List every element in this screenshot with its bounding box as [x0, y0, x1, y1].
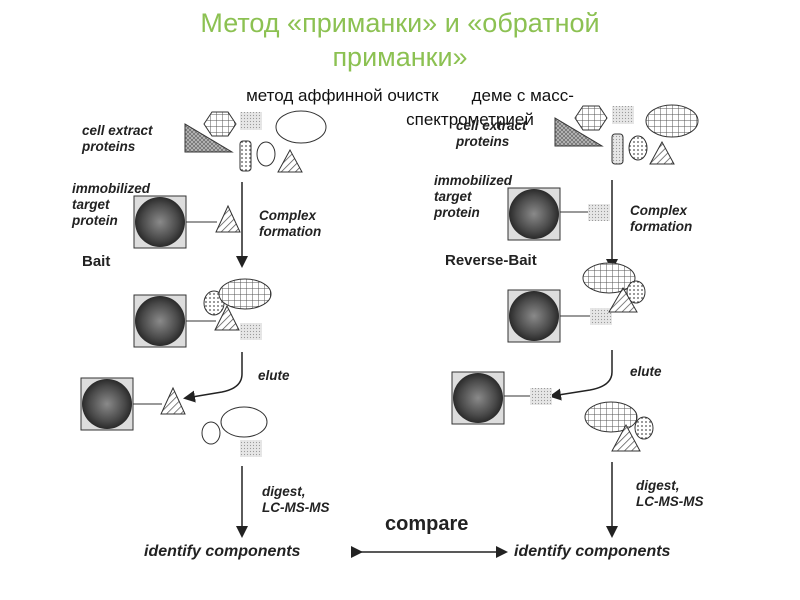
hexagon-shape — [203, 111, 237, 137]
left-eluted — [80, 377, 268, 457]
page-title-line2: приманки» — [332, 42, 468, 72]
label-line: proteins — [456, 134, 510, 149]
triangle-shape — [554, 117, 604, 147]
left-complex — [133, 278, 272, 348]
label-line: LC-MS-MS — [262, 500, 330, 515]
left-identify-label: identify components — [144, 543, 301, 560]
label-line: protein — [434, 205, 480, 220]
right-immobilized-label: immobilized target protein — [434, 173, 512, 221]
label-line: proteins — [82, 139, 136, 154]
oval-shape — [628, 135, 648, 161]
right-elute-label: elute — [630, 364, 662, 379]
label-line: formation — [259, 224, 322, 239]
left-elute-label: elute — [258, 368, 290, 383]
oval-shape — [256, 141, 276, 167]
page-subtitle: метод аффинной очистк деме с масс- спект… — [130, 84, 690, 132]
hexagon-shape — [574, 105, 608, 131]
subtitle-line1: метод аффинной очистк деме с масс- — [246, 86, 574, 105]
subtitle-line2: спектрометрией — [406, 110, 534, 129]
label-line: cell extract — [456, 118, 527, 133]
square-shape — [240, 112, 262, 130]
left-arrow-2 — [183, 352, 243, 403]
compare-label: compare — [385, 513, 469, 535]
rect-shape — [239, 140, 252, 172]
label-line: LC-MS-MS — [636, 494, 704, 509]
small-triangle-shape — [649, 140, 675, 165]
right-arrow-2 — [549, 350, 613, 401]
label-line: formation — [630, 219, 693, 234]
label-line: digest, — [262, 484, 306, 499]
right-eluted — [451, 371, 654, 452]
left-immobilized-target — [133, 195, 241, 249]
ellipse-shape — [275, 110, 327, 144]
left-bait-label: Bait — [82, 253, 111, 270]
left-complex-label: Complex formation — [259, 208, 321, 240]
left-cell-extract-shapes — [184, 110, 327, 173]
square-shape — [612, 106, 634, 124]
label-line: digest, — [636, 478, 680, 493]
triangle-shape — [184, 123, 234, 153]
right-reverse-bait-label: Reverse-Bait — [445, 252, 537, 269]
right-complex — [507, 262, 646, 343]
label-line: target — [72, 197, 110, 212]
left-cell-extract-label: cell extract proteins — [82, 123, 153, 155]
label-line: protein — [72, 213, 118, 228]
label-line: Complex — [630, 203, 688, 218]
label-line: immobilized — [434, 173, 513, 188]
right-cell-extract-label: cell extract proteins — [456, 118, 527, 150]
label-line: target — [434, 189, 472, 204]
small-triangle-shape — [277, 148, 303, 173]
label-line: immobilized — [72, 181, 151, 196]
ellipse-shape — [645, 104, 699, 138]
label-line: Complex — [259, 208, 317, 223]
rect-shape — [611, 133, 624, 165]
page-title-line1: Метод «приманки» и «обратной — [200, 8, 600, 38]
right-complex-label: Complex formation — [630, 203, 692, 235]
left-digest-label: digest, LC-MS-MS — [262, 484, 330, 516]
left-immobilized-label: immobilized target protein — [72, 181, 150, 229]
right-cell-extract-shapes — [554, 104, 699, 165]
right-identify-label: identify components — [514, 543, 671, 560]
label-line: cell extract — [82, 123, 153, 138]
right-digest-label: digest, LC-MS-MS — [636, 478, 704, 510]
right-immobilized-target — [507, 187, 610, 241]
